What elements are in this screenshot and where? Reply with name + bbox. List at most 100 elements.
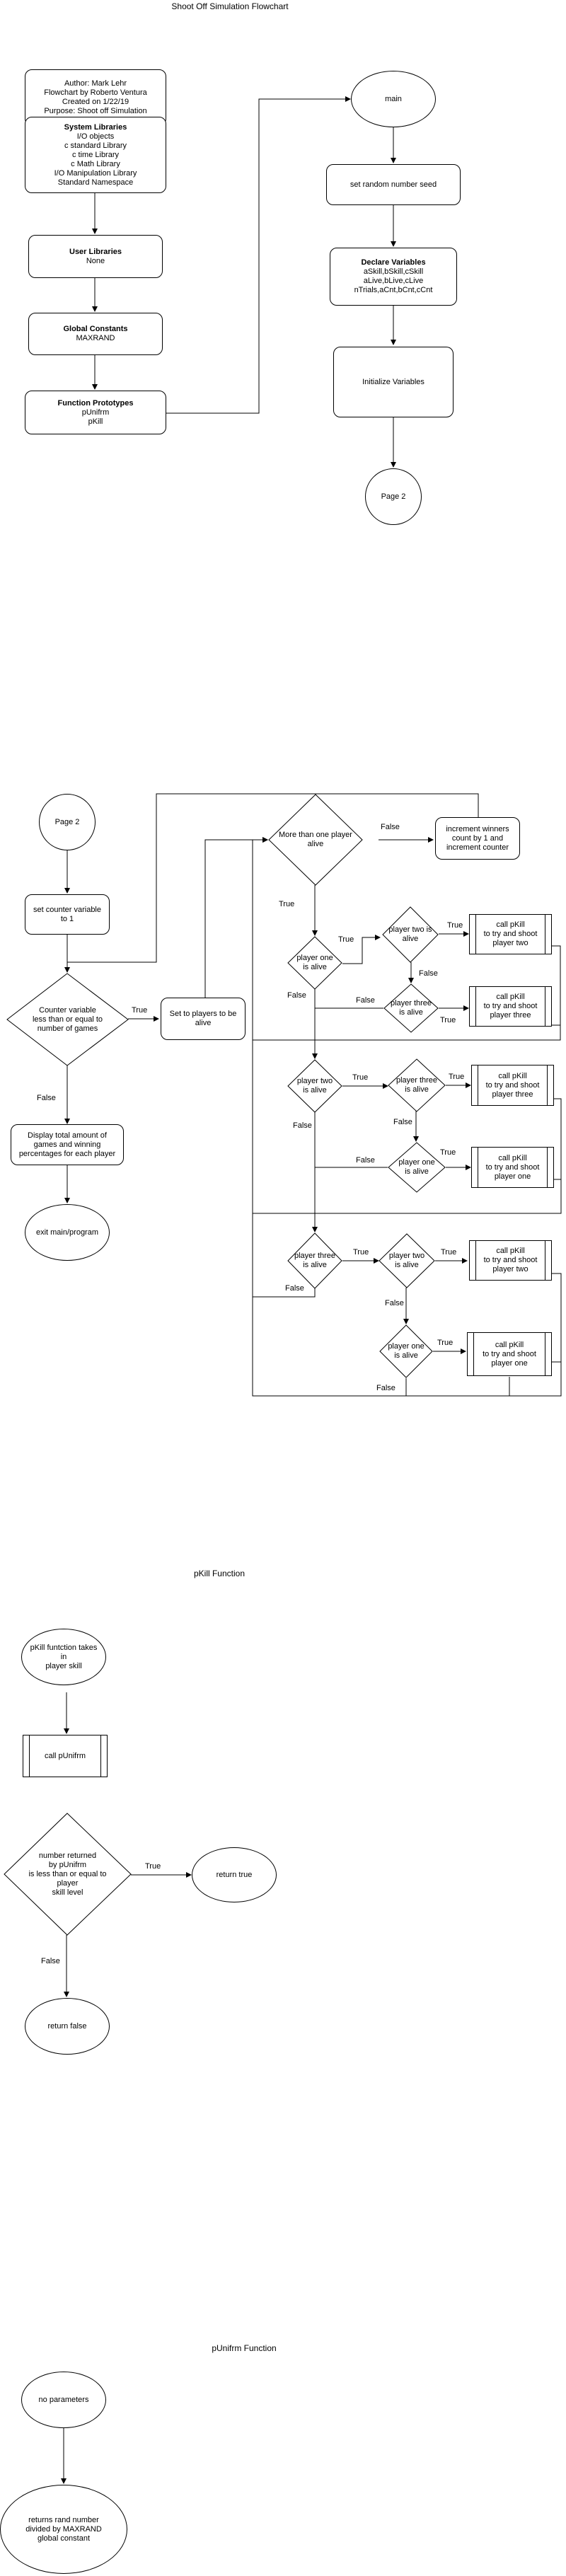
kill-p3b-line: call pKill	[498, 1071, 527, 1080]
pkill-condition-line: is less than or equal to	[28, 1869, 107, 1878]
info-box: Author: Mark Lehr Flowchart by Roberto V…	[25, 69, 166, 126]
pkill-title: pKill Function	[193, 1569, 246, 1578]
page2-start-label: Page 2	[54, 817, 80, 826]
seed-box: set random number seed	[326, 164, 461, 205]
p2-alive-line: alive	[402, 935, 419, 943]
punifrm-params-label: no parameters	[38, 2395, 89, 2404]
edge-p3c-false	[253, 1288, 316, 1298]
kill-p3-line: player three	[490, 1011, 531, 1020]
loop-true-label: True	[132, 1006, 148, 1015]
increment-line: count by 1 and	[451, 833, 504, 843]
pkill-takes-terminal: pKill funtction takes in player skill	[21, 1629, 106, 1685]
display-line: Display total amount of	[28, 1131, 107, 1140]
p1-alive-diamond	[287, 936, 342, 990]
system-libraries-line: c Math Library	[71, 159, 120, 168]
info-flowchart-by: Flowchart by Roberto Ventura	[44, 88, 147, 97]
p1-alive-line: player one	[296, 954, 333, 962]
edge-p1-true	[342, 935, 381, 964]
seed-label: set random number seed	[350, 180, 437, 189]
p3c-true-label: True	[353, 1248, 369, 1257]
p1c-alive-diamond	[379, 1324, 433, 1378]
system-libraries-line: c time Library	[71, 150, 120, 159]
p3-true-label: True	[440, 1016, 456, 1024]
pkill-condition-line: skill level	[52, 1888, 83, 1897]
p1-alive-line: is alive	[303, 963, 327, 971]
user-libraries-heading: User Libraries	[69, 247, 122, 256]
main-label: main	[385, 94, 402, 103]
display-box: Display total amount of games and winnin…	[11, 1124, 124, 1165]
p2c-alive-line: player two	[388, 1252, 425, 1260]
set-alive-line: Set to players to be	[169, 1010, 237, 1018]
system-libraries-heading: System Libraries	[64, 122, 127, 132]
pkill-takes-line: pKill funtction takes	[30, 1643, 98, 1652]
kill-p2-process: call pKill to try and shoot player two	[469, 914, 552, 954]
page-title: Shoot Off Simulation Flowchart	[171, 1, 289, 11]
system-libraries-line: Standard Namespace	[57, 178, 134, 187]
p1b-false-label: False	[356, 1156, 375, 1165]
system-libraries-line: I/O Manipulation Library	[54, 168, 137, 178]
return-false-terminal: return false	[25, 1998, 110, 2055]
declare-variables-box: Declare Variables aSkill,bSkill,cSkill a…	[330, 248, 457, 306]
p3b-false-label: False	[393, 1118, 412, 1126]
user-libraries-line: None	[86, 256, 105, 265]
kill-p2-line: to try and shoot	[483, 930, 538, 938]
more-than-one-diamond	[268, 794, 363, 886]
p2b-true-label: True	[352, 1073, 369, 1082]
punifrm-params-terminal: no parameters	[21, 2372, 106, 2428]
set-alive-line: alive	[195, 1019, 212, 1027]
p3c-alive-diamond	[287, 1232, 342, 1289]
edge-kill-p2-return	[315, 945, 561, 1041]
loop-condition-line: less than or equal to	[32, 1015, 103, 1024]
kill-p3b-process: call pKill to try and shoot player three	[471, 1065, 554, 1106]
kill-p1c-process: call pKill to try and shoot player one	[467, 1332, 552, 1376]
kill-p1b-line: to try and shoot	[485, 1162, 540, 1172]
page2-connector-label: Page 2	[381, 492, 406, 501]
kill-p1c-line: to try and shoot	[483, 1349, 536, 1358]
punifrm-return-line: returns rand number	[28, 2515, 99, 2524]
loop-false-label: False	[37, 1094, 56, 1102]
pkill-condition-line: number returned	[38, 1851, 97, 1860]
p1c-true-label: True	[437, 1339, 454, 1347]
p2-alive-diamond	[382, 906, 439, 963]
pkill-takes-line: in	[60, 1652, 67, 1661]
kill-p2-line: player two	[492, 939, 529, 947]
p2-true-label: True	[447, 921, 463, 930]
global-constants-line: MAXRAND	[76, 334, 115, 342]
initialize-variables-box: Initialize Variables	[333, 347, 454, 417]
edge-alive-to-more	[204, 837, 268, 998]
p2b-alive-line: player two	[296, 1077, 333, 1085]
kill-p1b-line: call pKill	[498, 1153, 527, 1162]
kill-p1b-line: player one	[494, 1172, 531, 1181]
kill-p1b-process: call pKill to try and shoot player one	[471, 1147, 554, 1188]
p1b-true-label: True	[440, 1148, 456, 1157]
p1-true-label: True	[338, 935, 354, 944]
p3c-alive-line: is alive	[303, 1261, 327, 1269]
p1c-alive-line: is alive	[394, 1351, 418, 1360]
p1b-alive-line: player one	[398, 1158, 435, 1167]
display-line: percentages for each player	[18, 1149, 116, 1158]
pkill-condition-line: player	[57, 1878, 79, 1888]
system-libraries-line: I/O objects	[76, 132, 115, 141]
declare-line: nTrials,aCnt,bCnt,cCnt	[354, 286, 433, 294]
set-counter-line: to 1	[60, 914, 74, 923]
declare-line: aLive,bLive,cLive	[363, 277, 424, 285]
display-line: games and winning	[33, 1140, 101, 1149]
set-alive-box: Set to players to be alive	[161, 998, 246, 1040]
p2b-false-label: False	[293, 1121, 312, 1130]
pkill-takes-line: player skill	[45, 1661, 82, 1670]
page2-connector: Page 2	[365, 468, 422, 525]
edge-kill-p3b-return	[315, 1098, 562, 1214]
p1-false-label: False	[287, 991, 306, 1000]
main-terminal: main	[351, 71, 436, 127]
punifrm-return-line: divided by MAXRAND	[25, 2524, 102, 2534]
system-libraries-box: System Libraries I/O objects c standard …	[25, 117, 166, 193]
info-purpose: Purpose: Shoot off Simulation	[44, 107, 147, 115]
kill-p2c-line: call pKill	[496, 1247, 525, 1255]
p2-alive-line: player two is	[388, 925, 432, 934]
